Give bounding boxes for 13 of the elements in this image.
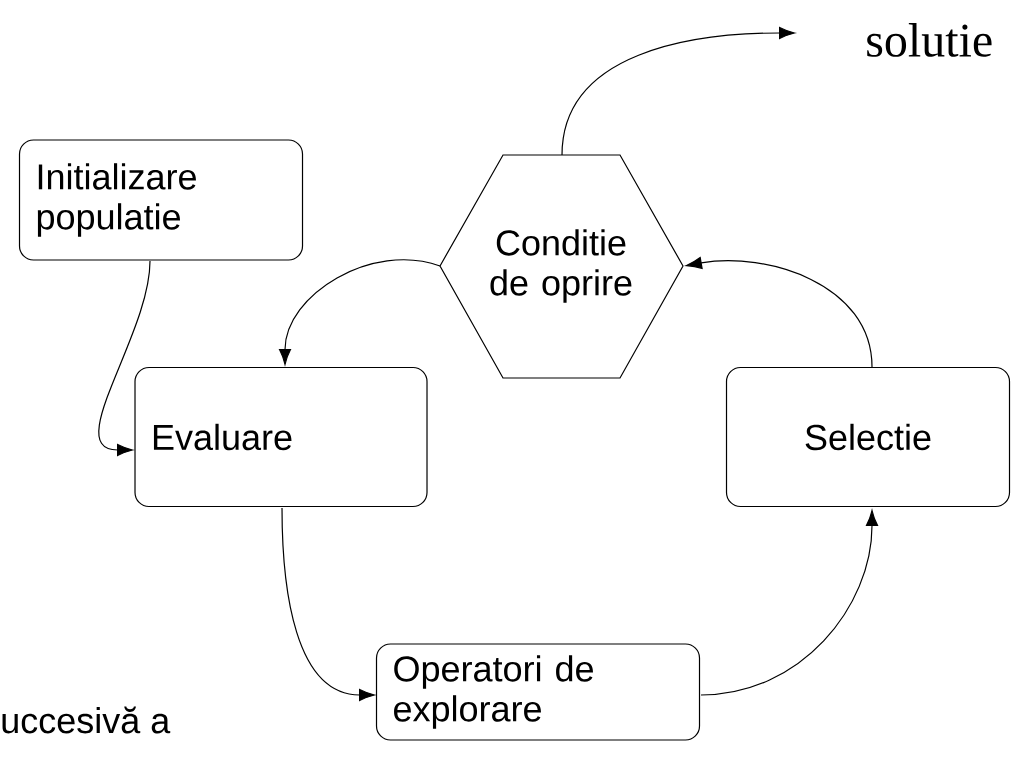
process-box: Evaluare	[134, 366, 428, 508]
arrow	[685, 256, 873, 368]
process-box: Selectie	[725, 366, 1011, 508]
output-text: solutie	[867, 23, 992, 57]
stop-condition-hexagon: Conditie de oprire	[439, 154, 684, 379]
process-box: Operatori de explorare	[375, 643, 701, 741]
initial-box: Initializare populatie	[18, 139, 304, 261]
arrow	[561, 26, 796, 156]
arrow	[281, 507, 376, 702]
note-text: uccesivă a	[2, 706, 171, 734]
arrow	[700, 509, 879, 696]
arrow	[278, 259, 441, 366]
arrow	[98, 260, 151, 457]
